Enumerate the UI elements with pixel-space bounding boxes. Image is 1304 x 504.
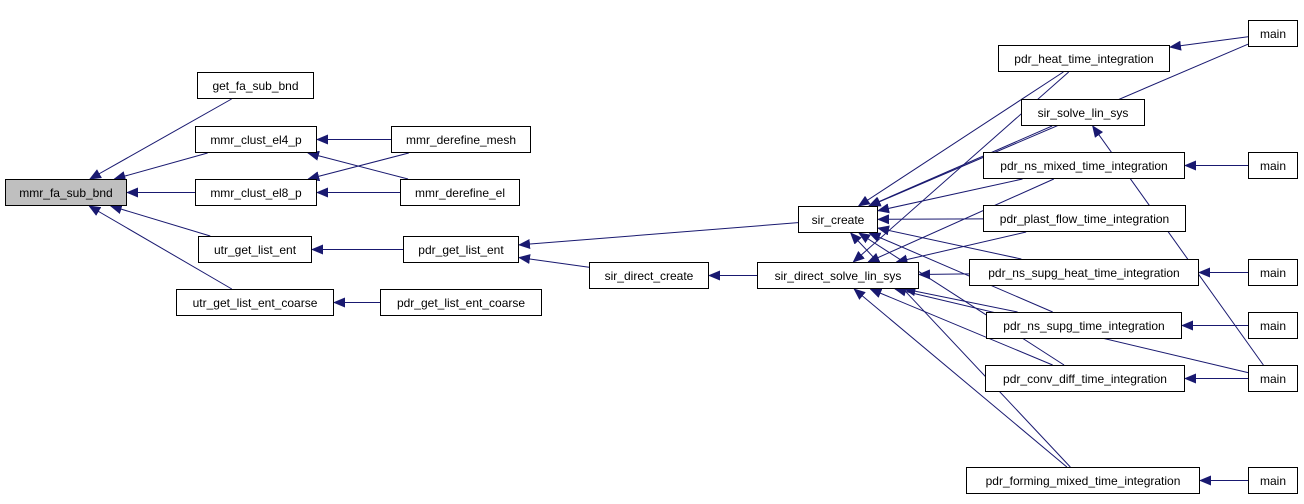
edge-sir_create-to-pdr_get_list_ent [518, 222, 799, 249]
edge-pdr_ns_supg_heat_time_integration-to-sir_direct_solve_lin_sys [918, 269, 970, 280]
edge-main_1-to-pdr_heat_time_integration [1169, 36, 1249, 51]
edge-pdr_plast_flow_time_integration-to-sir_direct_solve_lin_sys [895, 231, 1027, 265]
node-pdr-conv-diff-time-integration[interactable]: pdr_conv_diff_time_integration [985, 365, 1185, 392]
node-utr-get-list-ent[interactable]: utr_get_list_ent [198, 236, 312, 263]
node-pdr-get-list-ent[interactable]: pdr_get_list_ent [403, 236, 519, 263]
edge-mmr_derefine_mesh-to-mmr_clust_el8_p [307, 152, 409, 182]
node-pdr-forming-mixed-time-integration[interactable]: pdr_forming_mixed_time_integration [966, 467, 1200, 494]
node-sir-create[interactable]: sir_create [798, 206, 878, 233]
edge-pdr_conv_diff_time_integration-to-sir_direct_solve_lin_sys [869, 288, 1053, 366]
node-utr-get-list-ent-coarse[interactable]: utr_get_list_ent_coarse [176, 289, 334, 316]
node-pdr-heat-time-integration[interactable]: pdr_heat_time_integration [998, 45, 1170, 72]
edge-pdr_heat_time_integration-to-sir_create [857, 71, 1064, 207]
node-mmr-clust-el8-p[interactable]: mmr_clust_el8_p [195, 179, 317, 206]
node-main-2[interactable]: main [1248, 152, 1298, 179]
edge-sir_direct_create-to-pdr_get_list_ent [518, 254, 590, 268]
edge-utr_get_list_ent-to-mmr_fa_sub_bnd [109, 204, 211, 237]
edge-pdr_forming_mixed_time_integration-to-sir_direct_solve_lin_sys [853, 288, 1068, 468]
node-pdr-get-list-ent-coarse[interactable]: pdr_get_list_ent_coarse [380, 289, 542, 316]
node-mmr-derefine-mesh[interactable]: mmr_derefine_mesh [391, 126, 531, 153]
node-pdr-plast-flow-time-integration[interactable]: pdr_plast_flow_time_integration [983, 205, 1186, 232]
node-mmr-clust-el4-p[interactable]: mmr_clust_el4_p [195, 126, 317, 153]
node-get-fa-sub-bnd[interactable]: get_fa_sub_bnd [197, 72, 314, 99]
edge-pdr_conv_diff_time_integration-to-sir_create [858, 232, 1065, 366]
edge-pdr_ns_supg_time_integration-to-sir_direct_solve_lin_sys [903, 286, 1018, 313]
node-pdr-ns-mixed-time-integration[interactable]: pdr_ns_mixed_time_integration [983, 152, 1185, 179]
node-mmr-fa-sub-bnd[interactable]: mmr_fa_sub_bnd [5, 179, 127, 206]
node-main-5[interactable]: main [1248, 365, 1298, 392]
edge-pdr_ns_supg_time_integration-to-sir_create [868, 232, 1053, 313]
node-sir-direct-create[interactable]: sir_direct_create [589, 262, 709, 289]
edge-pdr_ns_mixed_time_integration-to-sir_direct_solve_lin_sys [867, 178, 1055, 263]
node-main-4[interactable]: main [1248, 312, 1298, 339]
node-sir-direct-solve-lin-sys[interactable]: sir_direct_solve_lin_sys [757, 262, 919, 289]
edge-sir_solve_lin_sys-to-sir_create [867, 125, 1053, 207]
node-pdr-ns-supg-heat-time-integration[interactable]: pdr_ns_supg_heat_time_integration [969, 259, 1199, 286]
node-sir-solve-lin-sys[interactable]: sir_solve_lin_sys [1021, 99, 1145, 126]
node-main-1[interactable]: main [1248, 20, 1298, 47]
node-main-3[interactable]: main [1248, 259, 1298, 286]
node-mmr-derefine-el[interactable]: mmr_derefine_el [400, 179, 520, 206]
edge-get_fa_sub_bnd-to-mmr_fa_sub_bnd [89, 98, 232, 180]
edge-mmr_clust_el4_p-to-mmr_fa_sub_bnd [113, 152, 208, 181]
node-pdr-ns-supg-time-integration[interactable]: pdr_ns_supg_time_integration [986, 312, 1182, 339]
edge-utr_get_list_ent_coarse-to-mmr_fa_sub_bnd [88, 205, 233, 290]
edge-pdr_ns_mixed_time_integration-to-sir_create [877, 178, 1023, 214]
edge-pdr_ns_supg_heat_time_integration-to-sir_create [877, 225, 1022, 260]
node-main-6[interactable]: main [1248, 467, 1298, 494]
